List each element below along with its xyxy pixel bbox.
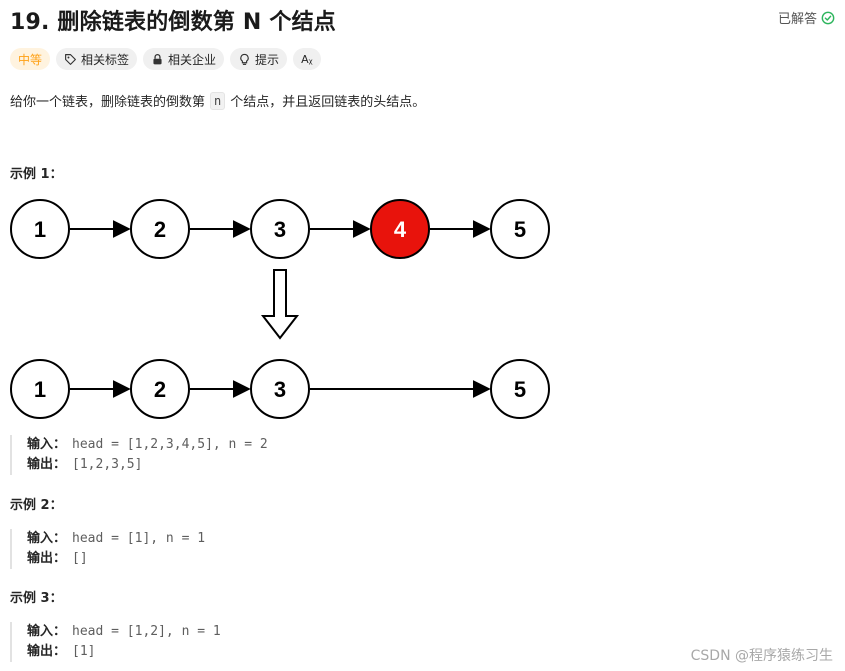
tag-icon <box>65 53 76 65</box>
check-circle-icon <box>821 11 835 24</box>
problem-title: 19. 删除链表的倒数第 N 个结点 <box>10 10 336 35</box>
example-2-input-label: 输入： <box>27 531 67 546</box>
example-3-output: [1] <box>72 644 96 659</box>
example-3-input: head = [1,2], n = 1 <box>72 624 221 639</box>
top-node-4-label: 4 <box>394 217 407 242</box>
bottom-node-1: 1 <box>10 359 70 419</box>
translate-icon: Aᵪ <box>301 52 313 66</box>
bottom-node-3: 3 <box>250 359 310 419</box>
top-node-5-label: 5 <box>514 217 526 242</box>
watermark: CSDN @程序猿练习生 <box>690 648 833 664</box>
related-companies-button[interactable]: 相关企业 <box>143 48 225 70</box>
related-topics-label: 相关标签 <box>81 52 130 67</box>
bottom-node-3-label: 3 <box>274 377 286 402</box>
bottom-node-2-label: 2 <box>154 377 166 402</box>
top-node-3-label: 3 <box>274 217 286 242</box>
example-1-title: 示例 1： <box>10 167 63 182</box>
example-3-title: 示例 3： <box>10 591 63 606</box>
problem-description: 给你一个链表，删除链表的倒数第 n 个结点，并且返回链表的头结点。 <box>10 91 425 110</box>
translate-button[interactable]: Aᵪ <box>293 48 321 70</box>
bottom-node-5: 5 <box>490 359 550 419</box>
difficulty-label: 中等 <box>18 52 43 67</box>
lock-icon <box>153 53 162 64</box>
description-code: n <box>210 91 226 110</box>
description-text-before: 给你一个链表，删除链表的倒数第 <box>10 95 206 110</box>
example-1-input: head = [1,2,3,4,5], n = 2 <box>72 437 268 452</box>
example-1-input-label: 输入： <box>27 437 67 452</box>
top-node-5: 5 <box>490 199 550 259</box>
top-node-3: 3 <box>250 199 310 259</box>
related-companies-label: 相关企业 <box>168 52 217 67</box>
lightbulb-icon <box>240 53 249 65</box>
bottom-node-5-label: 5 <box>514 377 526 402</box>
down-arrow-icon <box>260 269 300 340</box>
example-1-output-label: 输出： <box>27 457 67 472</box>
hint-button[interactable]: 提示 <box>230 48 288 70</box>
solved-label: 已解答 <box>777 12 817 27</box>
solved-status: 已解答 <box>778 8 835 27</box>
top-node-1: 1 <box>10 199 70 259</box>
example-2-output: [] <box>72 551 88 566</box>
linked-list-diagram: 1 2 3 4 5 1 2 3 5 <box>10 199 550 419</box>
example-2-output-label: 输出： <box>27 551 67 566</box>
example-3-input-label: 输入： <box>27 624 67 639</box>
top-node-2-label: 2 <box>154 217 166 242</box>
top-node-2: 2 <box>130 199 190 259</box>
example-1-output: [1,2,3,5] <box>72 457 143 472</box>
hint-label: 提示 <box>255 52 280 67</box>
difficulty-tag[interactable]: 中等 <box>10 48 51 70</box>
example-3-output-label: 输出： <box>27 644 67 659</box>
example-3-block: 输入： head = [1,2], n = 1 输出： [1] <box>10 622 221 662</box>
example-2-title: 示例 2： <box>10 498 63 513</box>
top-node-1-label: 1 <box>34 217 46 242</box>
tag-bar: 中等 相关标签 相关企业 提示 Aᵪ <box>10 48 321 70</box>
top-node-4-removed: 4 <box>370 199 430 259</box>
related-topics-button[interactable]: 相关标签 <box>56 48 138 70</box>
bottom-node-2: 2 <box>130 359 190 419</box>
example-1-block: 输入： head = [1,2,3,4,5], n = 2 输出： [1,2,3,5… <box>10 435 268 475</box>
bottom-node-1-label: 1 <box>34 377 46 402</box>
example-2-block: 输入： head = [1], n = 1 输出： [] <box>10 529 205 569</box>
example-2-input: head = [1], n = 1 <box>72 531 206 546</box>
description-text-after: 个结点，并且返回链表的头结点。 <box>230 95 426 110</box>
